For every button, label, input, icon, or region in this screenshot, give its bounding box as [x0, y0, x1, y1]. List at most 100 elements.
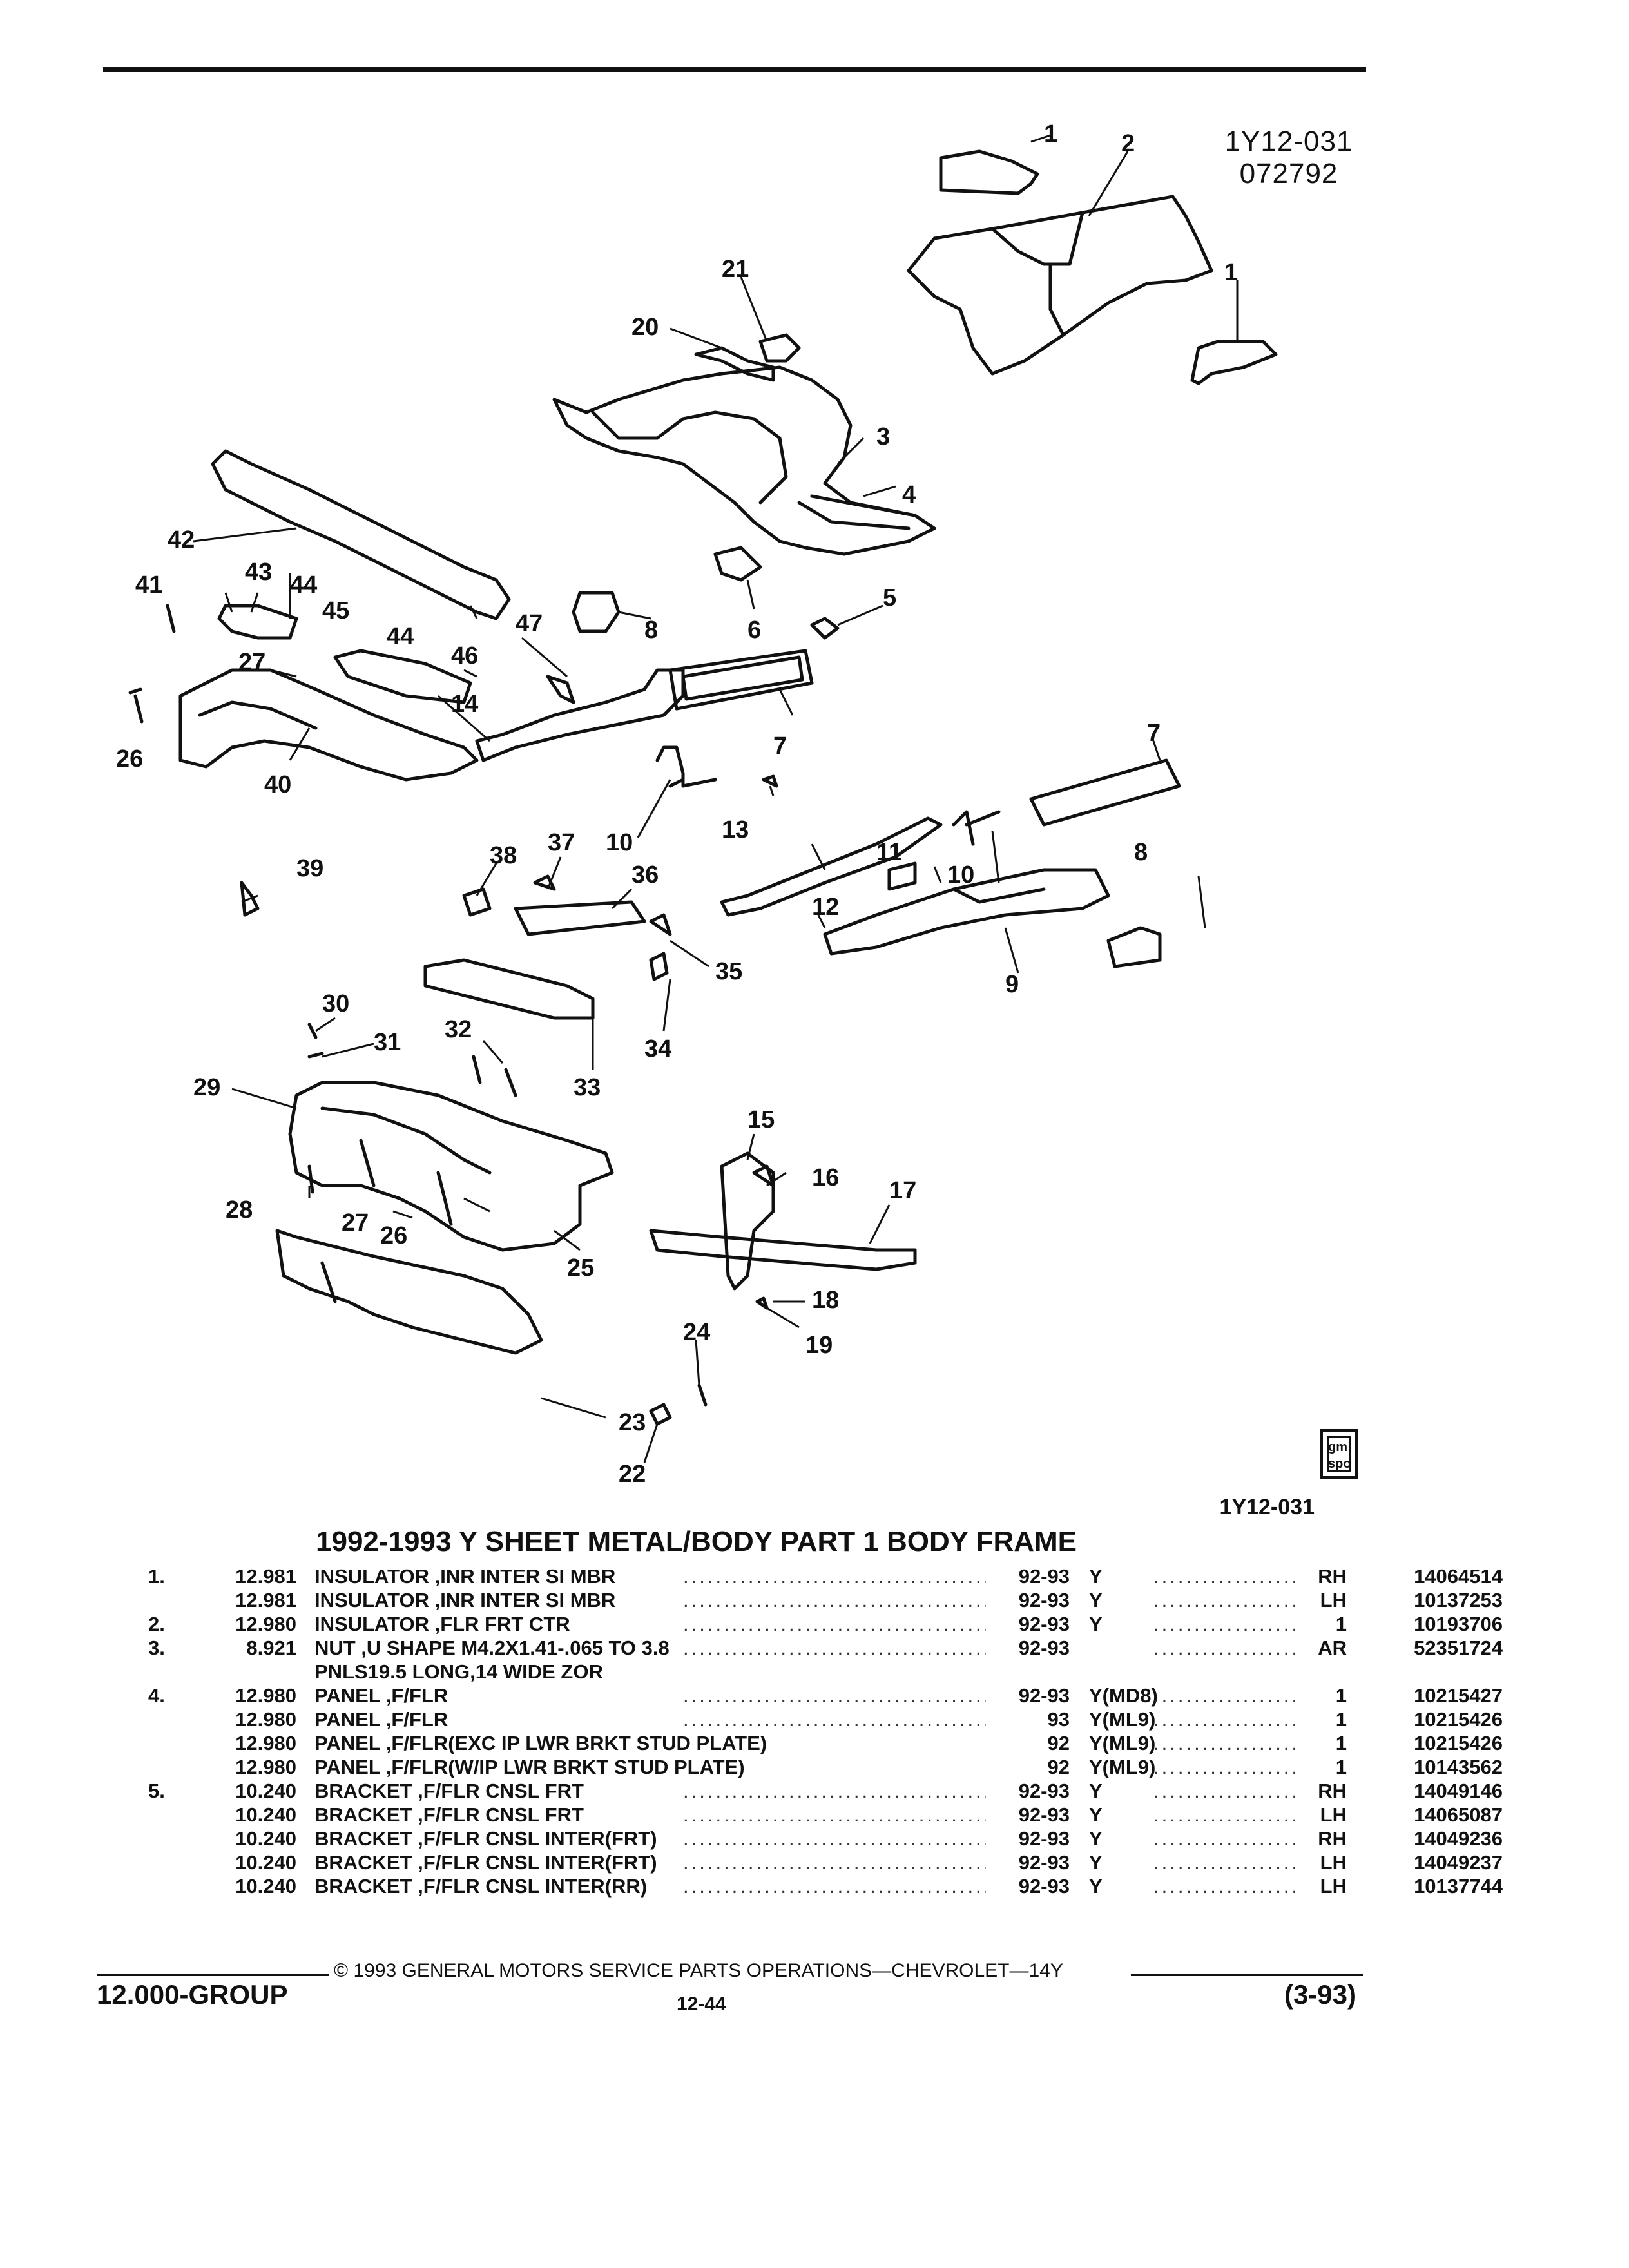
quantity: 1 — [1335, 1613, 1347, 1635]
part-28-bolt — [307, 1164, 314, 1194]
callout-number: 30 — [322, 990, 349, 1017]
dot-leader: ........................................… — [683, 1827, 986, 1850]
callout-number: 16 — [812, 1164, 839, 1191]
part-number: 10137744 — [1414, 1875, 1503, 1898]
dot-leader: .......................... — [1153, 1780, 1295, 1802]
part-number: 10215427 — [1414, 1684, 1503, 1707]
callout-number: 10 — [606, 829, 633, 856]
group-number: 12.980 — [235, 1684, 296, 1707]
callout-labels: 1 2 1 21 20 3 4 5 6 42 41 43 44 45 46 47… — [116, 120, 1238, 1482]
callout-number: 8 — [644, 617, 658, 644]
callout-number: 1 — [1224, 259, 1238, 286]
dot-leader: ........................................… — [683, 1780, 986, 1802]
callout-number: 24 — [683, 1319, 710, 1346]
model-years: 92-93 — [1018, 1565, 1070, 1588]
callout-number: 8 — [1134, 839, 1148, 866]
dot-leader: .......................... — [1153, 1875, 1295, 1898]
part-26-bolt — [128, 687, 144, 724]
part-20-bracket — [694, 346, 775, 382]
dot-leader: .......................... — [1153, 1637, 1295, 1659]
section-title: 1992-1993 Y SHEET METAL/BODY PART 1 BODY… — [316, 1526, 1077, 1557]
model-years: 92-93 — [1018, 1589, 1070, 1611]
dot-leader: .......................... — [1153, 1589, 1295, 1611]
part-7-right-panel — [1029, 758, 1181, 827]
part-8-bracket — [572, 591, 621, 633]
part-number: 14064514 — [1414, 1565, 1503, 1588]
part-39-rod — [240, 881, 260, 917]
part-8-right-bracket — [1106, 926, 1162, 968]
callout-number: 15 — [747, 1106, 775, 1133]
part-15-bracket — [720, 1151, 775, 1291]
part-number: 14049236 — [1414, 1827, 1503, 1850]
quantity: 1 — [1335, 1684, 1347, 1707]
part-10-bracket — [655, 745, 717, 788]
part-1-insulator — [939, 149, 1039, 195]
model-years: 92-93 — [1018, 1803, 1070, 1826]
model-years: 92-93 — [1018, 1827, 1070, 1850]
callout-number: 35 — [715, 958, 742, 985]
part-number: 10143562 — [1414, 1756, 1503, 1778]
dot-leader: .......................... — [1153, 1803, 1295, 1826]
logo-text-spo: spo — [1328, 1457, 1351, 1471]
part-number: 10215426 — [1414, 1732, 1503, 1754]
group-number: 10.240 — [235, 1780, 296, 1802]
callout-number: 23 — [619, 1409, 646, 1436]
callout-number: 39 — [296, 855, 323, 882]
callout-number: 44 — [387, 623, 414, 650]
quantity: AR — [1318, 1637, 1347, 1659]
part-47-clip — [546, 675, 575, 704]
quantity: LH — [1320, 1803, 1347, 1826]
quantity: RH — [1318, 1827, 1347, 1850]
dot-leader: .......................... — [1153, 1851, 1295, 1874]
callout-number: 4 — [902, 481, 916, 508]
series: Y — [1089, 1589, 1103, 1611]
model-years: 92-93 — [1018, 1637, 1070, 1659]
series: Y — [1089, 1875, 1103, 1898]
part-34-clip — [649, 952, 669, 981]
callout-number: 43 — [245, 559, 272, 586]
callout-number: 27 — [238, 649, 265, 676]
part-6-bracket — [713, 546, 762, 582]
item-number: 4. — [148, 1684, 165, 1707]
model-years: 92-93 — [1018, 1851, 1070, 1874]
callout-number: 12 — [812, 894, 839, 921]
series: Y(MD8) — [1089, 1684, 1158, 1707]
footer-rule-right — [1131, 1974, 1363, 1976]
callout-number: 31 — [374, 1029, 401, 1056]
callout-number: 40 — [264, 771, 291, 798]
callout-number: 11 — [876, 839, 902, 866]
dot-leader: ........................................… — [683, 1875, 986, 1898]
part-description: BRACKET ,F/FLR CNSL INTER(FRT) — [314, 1851, 657, 1874]
dot-leader: .......................... — [1153, 1756, 1295, 1778]
callout-number: 13 — [722, 816, 749, 843]
item-number: 1. — [148, 1565, 165, 1588]
item-number: 5. — [148, 1780, 165, 1802]
model-years: 93 — [1047, 1708, 1070, 1731]
part-9-rail — [823, 868, 1110, 956]
series: Y — [1089, 1803, 1103, 1826]
quantity: 1 — [1335, 1756, 1347, 1778]
part-36-bar — [514, 900, 646, 936]
part-33-reinforcement — [423, 958, 595, 1020]
callout-number: 41 — [135, 572, 162, 599]
callout-number: 19 — [805, 1332, 833, 1359]
part-41-bolt — [166, 604, 176, 633]
quantity: 1 — [1335, 1732, 1347, 1754]
part-23-lower-panel — [275, 1229, 543, 1355]
group-number: 10.240 — [235, 1803, 296, 1826]
part-38-bracket — [462, 887, 492, 917]
quantity: LH — [1320, 1851, 1347, 1874]
part-description: INSULATOR ,FLR FRT CTR — [314, 1613, 570, 1635]
page-number: 12-44 — [677, 1994, 726, 2015]
part-44-bracket — [333, 649, 472, 704]
callout-number: 20 — [631, 314, 659, 341]
callout-number: 25 — [567, 1254, 594, 1282]
dot-leader: ........................................… — [683, 1851, 986, 1874]
dot-leader: .......................... — [1153, 1732, 1295, 1754]
part-description: PNLS19.5 LONG,14 WIDE ZOR — [314, 1660, 603, 1683]
